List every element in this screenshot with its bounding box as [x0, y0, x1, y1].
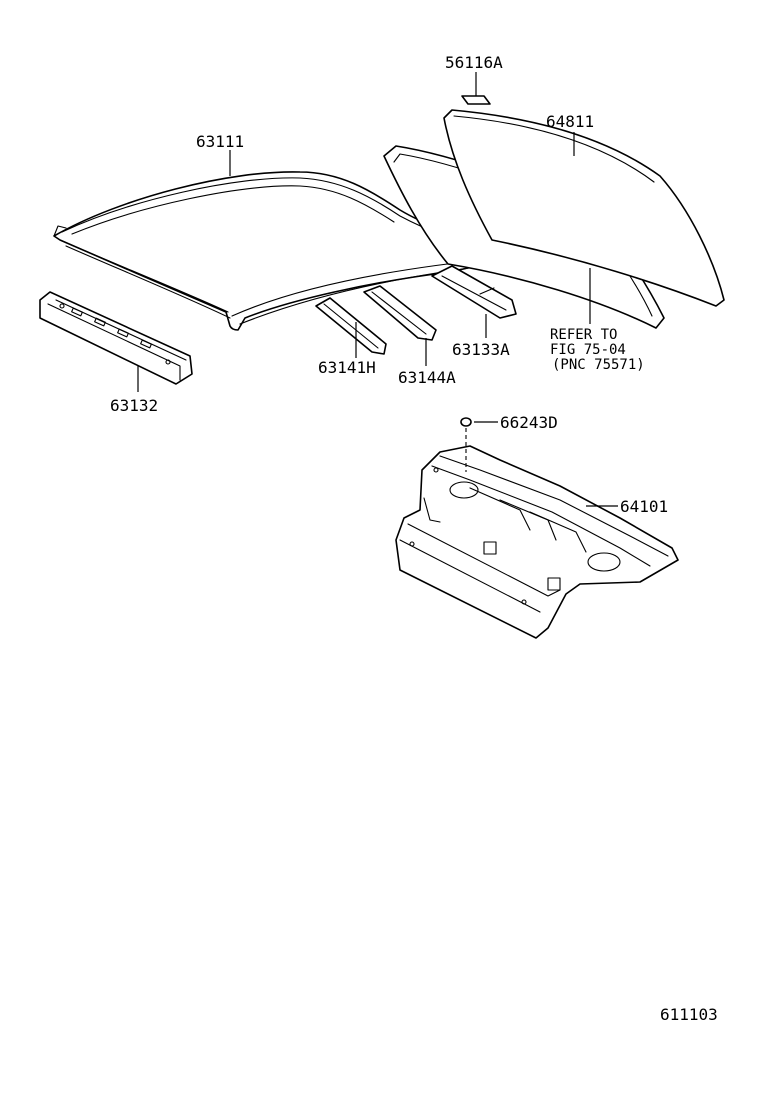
part-label-63111: 63111 [196, 132, 244, 151]
back-window-glass-drawing [383, 109, 725, 329]
roof-panel-drawing [53, 171, 509, 331]
part-label-63144a: 63144A [398, 368, 456, 387]
clip-56116a-drawing [461, 95, 491, 105]
roof-bow-63144a-drawing [363, 285, 437, 341]
part-label-63133a: 63133A [452, 340, 510, 359]
part-label-64811: 64811 [546, 112, 594, 131]
part-label-63141h: 63141H [318, 358, 376, 377]
refer-note: REFER TO FIG 75-04 (PNC 75571) [550, 327, 645, 373]
package-tray-panel-drawing [395, 445, 679, 639]
leader-lines [137, 72, 618, 507]
rubber-plug-66243d-drawing [460, 417, 472, 427]
roof-rail-63133a-drawing [431, 265, 517, 319]
refer-note-line-2: FIG 75-04 [550, 342, 626, 358]
part-labels: 63111 63132 63141H 63144A 63133A 56116A … [110, 53, 668, 516]
refer-note-line-1: REFER TO [550, 327, 617, 343]
roof-bow-63141h-drawing [315, 297, 387, 355]
part-label-64101: 64101 [620, 497, 668, 516]
part-label-56116a: 56116A [445, 53, 503, 72]
front-header-panel-drawing [39, 291, 193, 385]
part-label-66243d: 66243D [500, 413, 558, 432]
figure-code: 611103 [660, 1005, 718, 1024]
refer-note-line-3: (PNC 75571) [552, 357, 645, 373]
part-label-63132: 63132 [110, 396, 158, 415]
